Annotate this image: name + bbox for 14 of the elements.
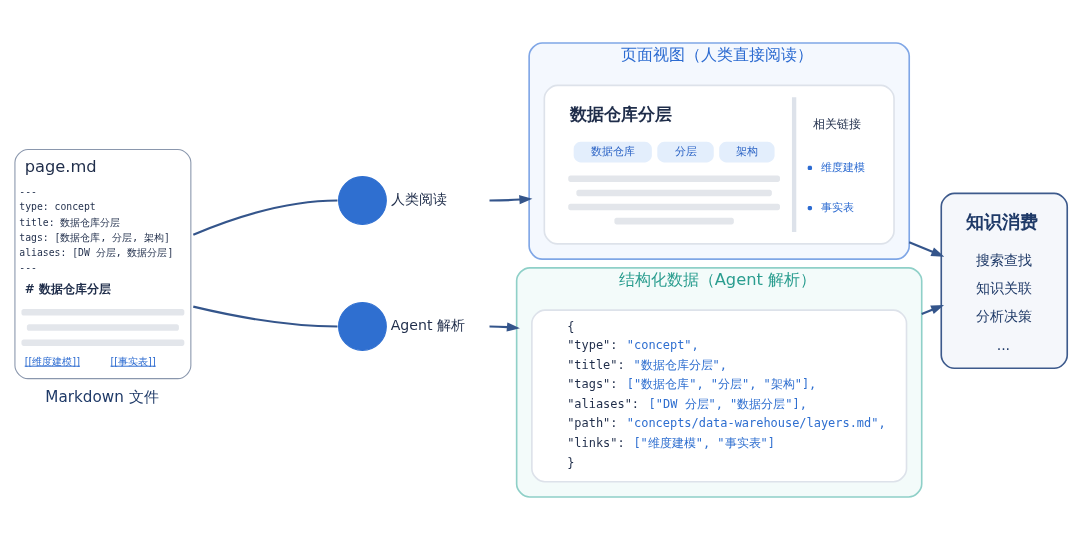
arrow — [908, 241, 945, 257]
node-label: 人类阅读 — [390, 191, 447, 208]
connector — [193, 305, 338, 328]
arrow — [921, 304, 945, 315]
node-box: { "type": "concept", "title": "数据仓库分层", "tags": ["数据仓库", "分层", "架构"], "aliases": ["DW 分层", "数据分层"], "path": "concepts/data-warehouse/layers.md", "links": ["维度建模", "事实表"] } — [531, 309, 908, 483]
node-circle — [338, 176, 387, 225]
connector — [192, 199, 338, 236]
node-box: 数据仓库分层 数据仓库 分层 架构 相关链接 维度建模 事实表 — [543, 84, 895, 245]
arrow — [489, 195, 533, 205]
node-label: Markdown 文件 — [45, 387, 159, 406]
arrow — [489, 322, 520, 332]
node-circle — [338, 302, 387, 351]
node-label: Agent 解析 — [390, 317, 465, 334]
node-box: 知识消费 搜索查找 知识关联 分析决策 ... — [940, 192, 1069, 370]
